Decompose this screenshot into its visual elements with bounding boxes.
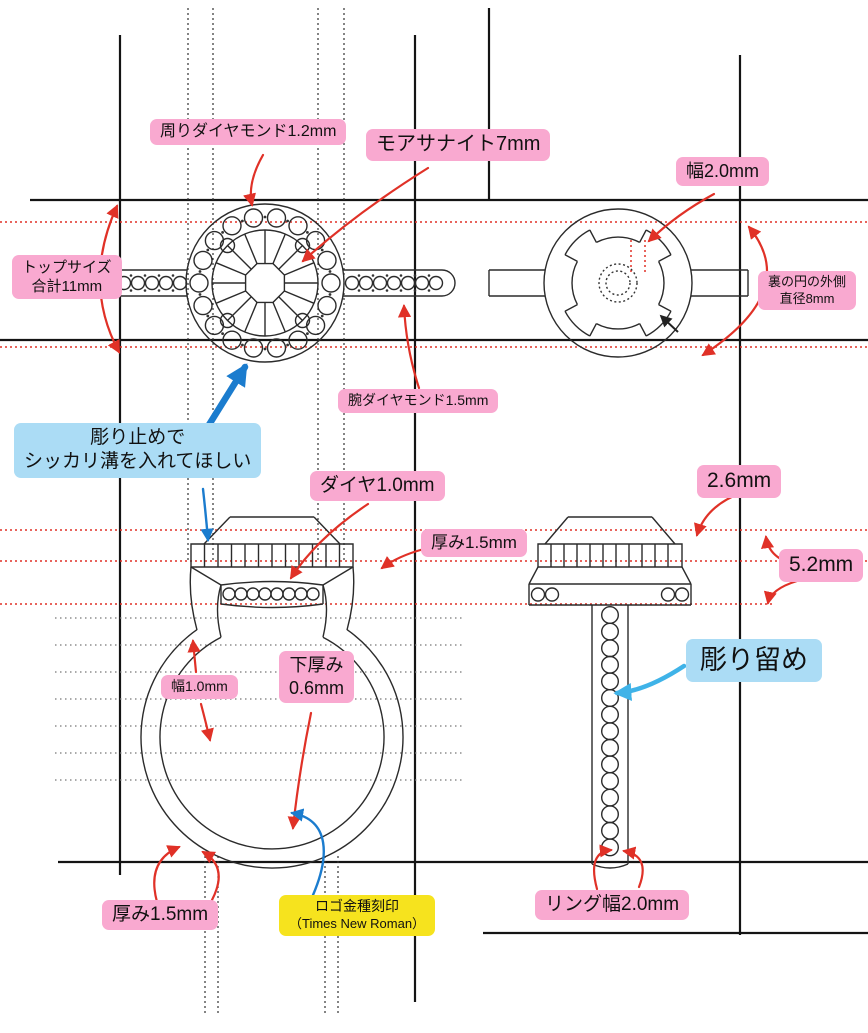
halo-outer-circle (185, 203, 345, 363)
back-view-drawing (488, 208, 749, 358)
cyan-arrow (613, 663, 687, 701)
callout-under-thickness-line2: 0.6mm (289, 678, 345, 699)
callout-logo-stamp-line1: ロゴ金種刻印 (315, 898, 400, 914)
bold-blue-arrow (203, 363, 249, 432)
callout-back-width: 幅2.0mm (676, 157, 770, 187)
gray-guide-lines (55, 617, 462, 781)
callout-band-thickness-top: 厚み1.5mm (421, 529, 527, 557)
callout-top-size: トップサイズ 合計11mm (12, 255, 122, 300)
callout-engrave-note-line2: シッカリ溝を入れてほしい (24, 451, 252, 473)
profile-view-drawing (528, 516, 692, 869)
callout-engrave-note-line1: 彫り止めで (90, 427, 186, 448)
callout-band-thickness-bottom: 厚み1.5mm (102, 900, 219, 931)
callout-back-circle-line2: 直径8mm (779, 290, 835, 306)
callout-bead-setting: 彫り留め (686, 639, 822, 682)
callout-pave-diamond: ダイヤ1.0mm (310, 471, 445, 502)
red-annotation-arrows (98, 153, 799, 904)
callout-back-circle: 裏の円の外側 直径8mm (758, 271, 857, 311)
callout-back-circle-line1: 裏の円の外側 (768, 274, 847, 289)
callout-top-size-line1: トップサイズ (22, 259, 112, 276)
thin-blue-arrow (200, 487, 214, 542)
callout-logo-stamp-line2: （Times New Roman） (289, 915, 426, 931)
blue-annotation-arrows (200, 363, 687, 897)
callout-band-width-side: 幅1.0mm (161, 675, 238, 699)
band-stones (88, 275, 444, 291)
gallery-pave-stones (222, 587, 320, 601)
stem-pave-stones (601, 606, 620, 857)
callout-engrave-note: 彫り止めで シッカリ溝を入れてほしい (14, 423, 262, 478)
callout-ring-width: リング幅2.0mm (535, 890, 690, 921)
halo-bead-dots (198, 215, 332, 351)
callout-dim-2-6: 2.6mm (697, 465, 782, 498)
callout-halo-diamond: 周りダイヤモンド1.2mm (150, 119, 347, 146)
red-reference-lines (0, 221, 868, 605)
callout-top-size-line2: 合計11mm (31, 278, 103, 296)
projection-lines (187, 8, 345, 1016)
front-view-drawing (140, 516, 404, 869)
top-view-drawing (74, 203, 456, 363)
callout-under-thickness: 下厚み 0.6mm (279, 651, 355, 704)
callout-under-thickness-line1: 下厚み (289, 655, 344, 675)
center-stone (211, 229, 319, 337)
callout-dim-5-2: 5.2mm (779, 549, 864, 582)
callout-moissanite: モアサナイト7mm (366, 129, 551, 161)
logo-curl-arrow (290, 808, 325, 897)
callout-logo-stamp: ロゴ金種刻印 （Times New Roman） (279, 895, 436, 936)
callout-arm-diamond: 腕ダイヤモンド1.5mm (338, 389, 499, 413)
